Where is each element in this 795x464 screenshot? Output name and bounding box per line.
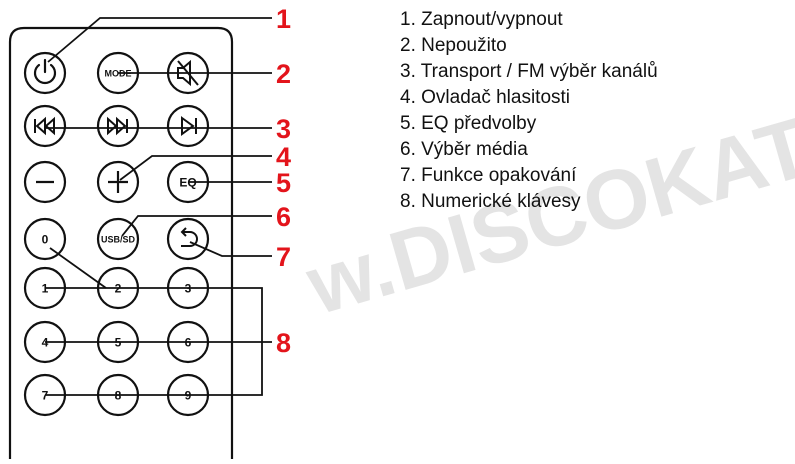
legend-item-6: 6. Výběr média	[400, 139, 528, 160]
legend-item-1: 1. Zapnout/vypnout	[400, 9, 563, 30]
legend-item-2: 2. Nepoužito	[400, 35, 507, 56]
volume-up-button[interactable]	[96, 160, 140, 204]
power-icon	[33, 58, 57, 85]
legend-item-3: 3. Transport / FM výběr kanálů	[400, 61, 658, 82]
legend-item-5: 5. EQ předvolby	[400, 113, 537, 134]
callout-3: 3	[276, 114, 291, 144]
callout-8: 8	[276, 328, 291, 358]
leader-lines	[45, 17, 272, 396]
play-pause-icon	[181, 116, 197, 136]
callout-7: 7	[276, 242, 291, 272]
number-0-label: 0	[42, 233, 49, 247]
legend-item-4: 4. Ovladač hlasitosti	[400, 87, 570, 108]
usb-sd-button-label: USB/SD	[101, 235, 136, 245]
callout-4: 4	[276, 142, 291, 172]
power-button[interactable]	[23, 51, 67, 95]
previous-track-button[interactable]	[23, 104, 67, 148]
legend-item-7: 7. Funkce opakování	[400, 165, 577, 186]
leader-line-4	[119, 155, 272, 181]
callout-6: 6	[276, 202, 291, 232]
legend: 1. Zapnout/vypnout 2. Nepoužito 3. Trans…	[400, 9, 658, 212]
callout-1: 1	[276, 4, 291, 34]
number-0-button[interactable]: 0	[23, 217, 67, 261]
repeat-button[interactable]	[166, 217, 210, 261]
callouts: 1 2 3 4 5 6 7 8	[276, 4, 291, 358]
leader-line-6	[121, 215, 272, 237]
previous-track-icon	[34, 116, 55, 136]
leader-line-1	[47, 17, 272, 63]
callout-2: 2	[276, 59, 291, 89]
legend-item-8: 8. Numerické klávesy	[400, 191, 581, 212]
next-track-button[interactable]	[96, 104, 140, 148]
repeat-icon	[180, 227, 198, 247]
callout-5: 5	[276, 168, 291, 198]
next-track-icon	[107, 116, 128, 136]
usb-sd-button[interactable]: USB/SD	[96, 217, 140, 261]
leader-line-7	[189, 241, 272, 257]
play-pause-button[interactable]	[166, 104, 210, 148]
plus-icon	[108, 171, 128, 193]
leader-line-0-2	[49, 247, 107, 289]
volume-down-button[interactable]	[23, 160, 67, 204]
